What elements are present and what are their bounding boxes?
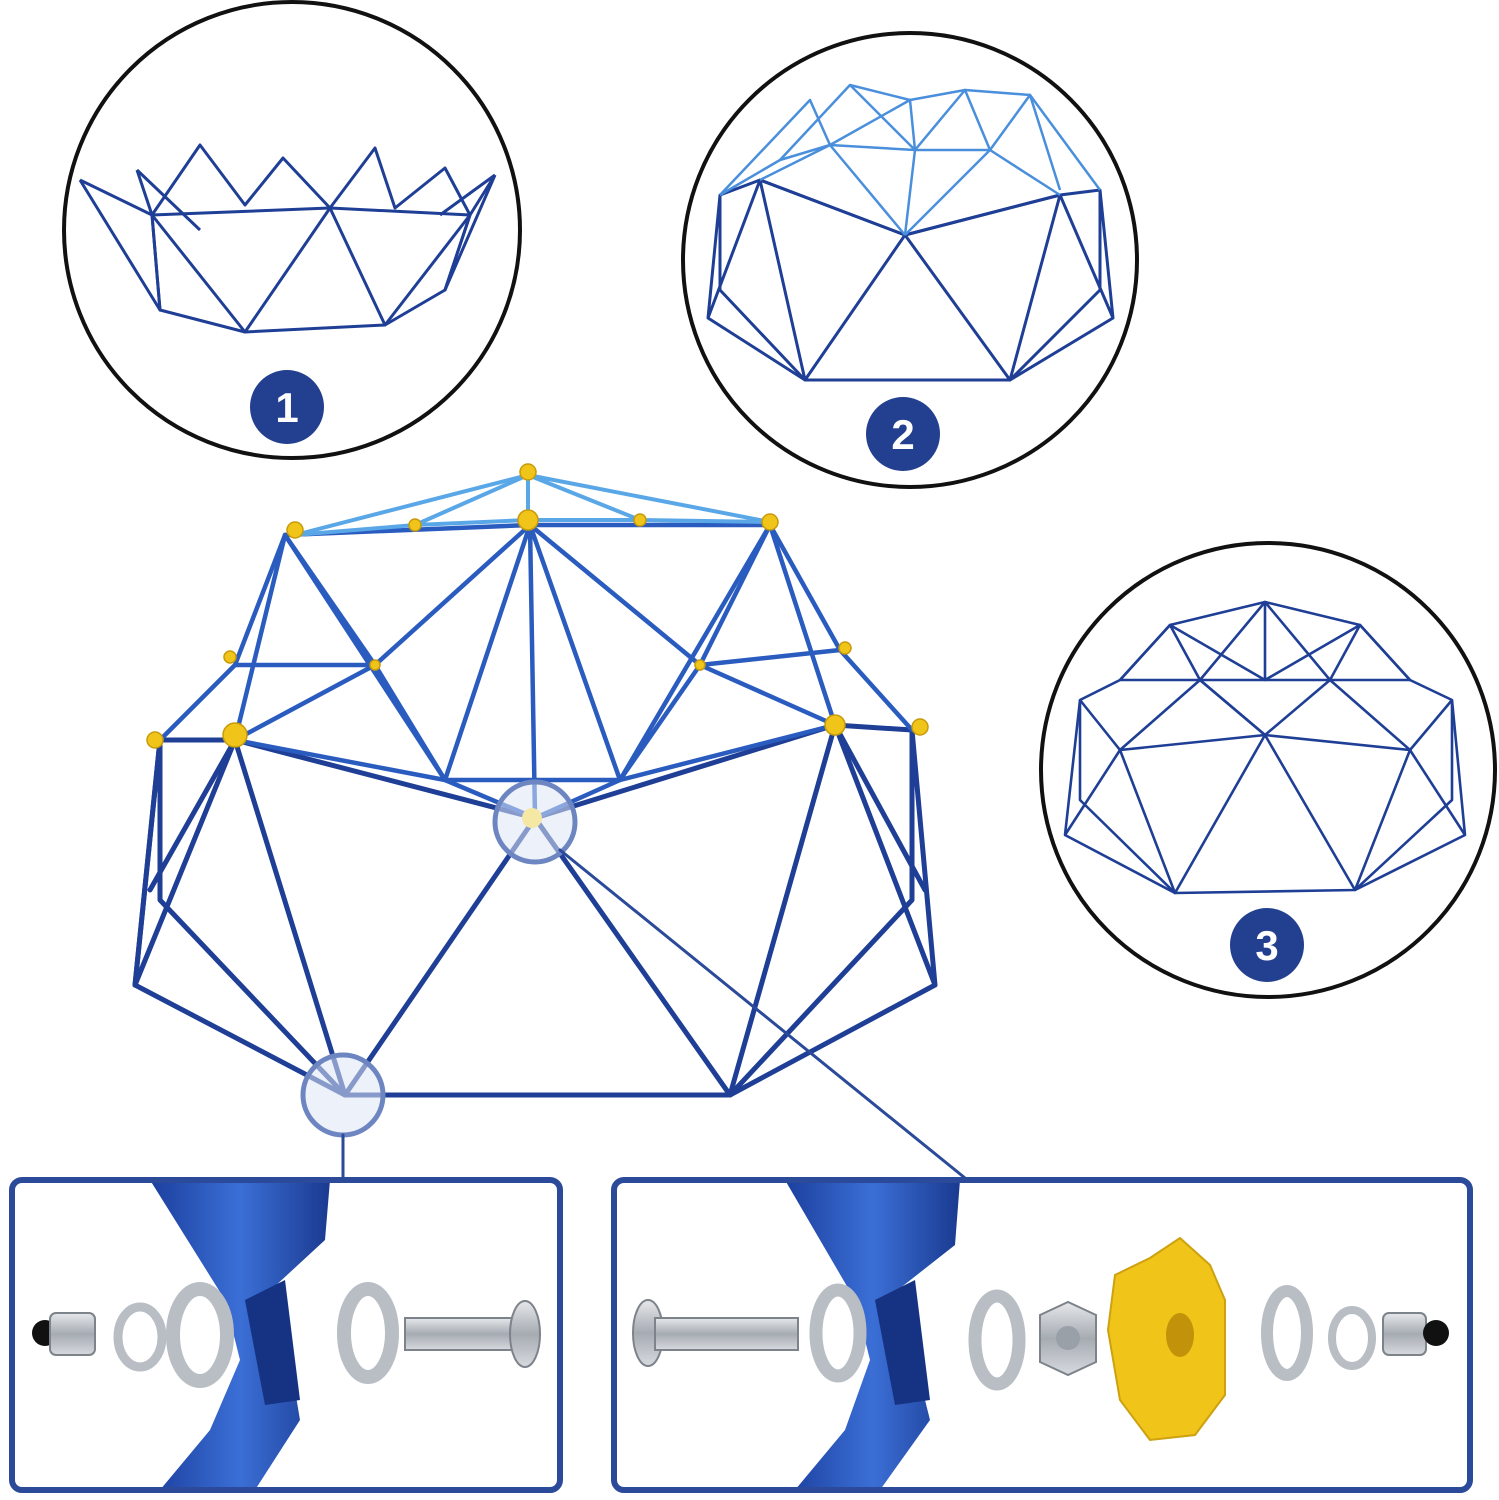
lock-washer-icon [113, 1302, 167, 1372]
detail-panel-top-joint [611, 1177, 1473, 1493]
connector-cap-icon [1106, 1236, 1226, 1442]
lock-washer-icon [1328, 1306, 1376, 1370]
flat-washer-icon [337, 1282, 399, 1384]
connector-caps [146, 463, 929, 749]
flat-washer-icon [809, 1283, 867, 1383]
detail-panel-base-joint [9, 1177, 563, 1493]
step-1-number: 1 [275, 384, 298, 431]
step-3-circle: 3 [1039, 541, 1497, 999]
step-2-circle: 2 [681, 31, 1139, 489]
flat-washer-icon [166, 1282, 234, 1388]
step-2-frame [706, 83, 1115, 382]
acorn-nut-icon [1382, 1312, 1449, 1356]
flat-washer-icon [1261, 1285, 1313, 1381]
step-3-badge: 3 [1230, 908, 1304, 982]
main-dome [132, 463, 967, 1180]
step-2-badge: 2 [866, 397, 940, 471]
bolt-icon [632, 1299, 799, 1367]
step-2-number: 2 [891, 411, 914, 458]
bolt-icon [404, 1300, 541, 1368]
step-1-frame [78, 143, 497, 334]
step-3-number: 3 [1255, 922, 1278, 969]
highlight-top-joint [492, 779, 578, 865]
acorn-nut-icon [32, 1312, 96, 1356]
step-3-frame [1063, 600, 1467, 895]
hex-nut-icon [1039, 1300, 1097, 1377]
step-1-circle: 1 [62, 0, 522, 460]
flat-washer-icon [968, 1289, 1026, 1391]
step-1-badge: 1 [250, 370, 324, 444]
highlight-base-joint [300, 1052, 386, 1138]
